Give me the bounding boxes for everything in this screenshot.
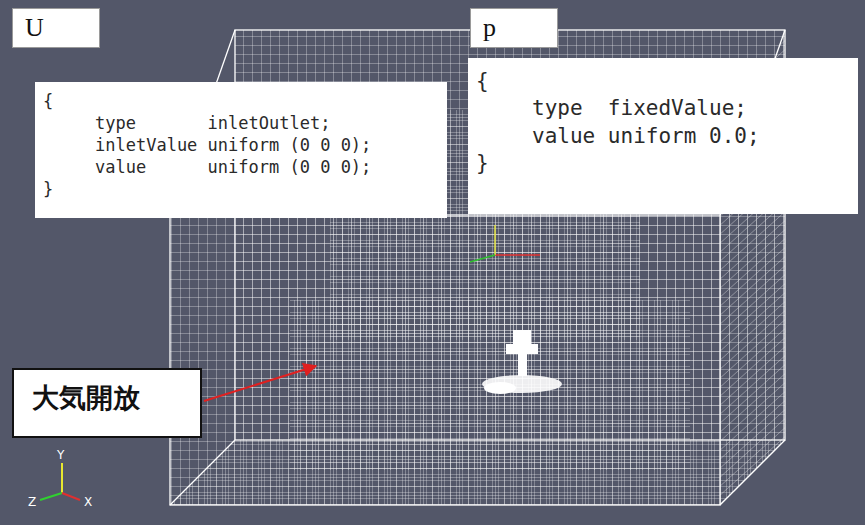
object-model: [482, 330, 562, 394]
code-box: {type fixedValue;value uniform 0.0;}: [468, 58, 858, 214]
label-text: U: [25, 13, 87, 43]
code-line: value uniform 0.0;: [476, 123, 844, 150]
code-line: type inletOutlet;: [43, 112, 433, 134]
mesh-refined-front: [290, 300, 690, 470]
code-line: {: [43, 90, 433, 112]
axis-line: [495, 254, 540, 256]
code-line: inletValue uniform (0 0 0);: [43, 134, 433, 156]
field-label: U: [12, 8, 100, 48]
axis-line: [494, 225, 496, 255]
code-line: }: [476, 150, 844, 177]
field-label: p: [470, 8, 558, 48]
axis-label: Z: [28, 495, 36, 509]
callout-box: 大気開放: [12, 368, 202, 438]
callout-arrow: [204, 366, 316, 401]
axis-line: [470, 255, 495, 262]
axis-triad: [40, 463, 80, 500]
axis-label: Y: [57, 448, 64, 462]
code-line: }: [43, 178, 433, 200]
code-line: type fixedValue;: [476, 95, 844, 122]
axis-label: X: [84, 495, 92, 509]
label-text: p: [483, 13, 545, 43]
label-text: 大気開放: [32, 380, 182, 416]
code-line: {: [476, 68, 844, 95]
code-line: value uniform (0 0 0);: [43, 156, 433, 178]
code-box: {type inletOutlet;inletValue uniform (0 …: [35, 82, 447, 218]
